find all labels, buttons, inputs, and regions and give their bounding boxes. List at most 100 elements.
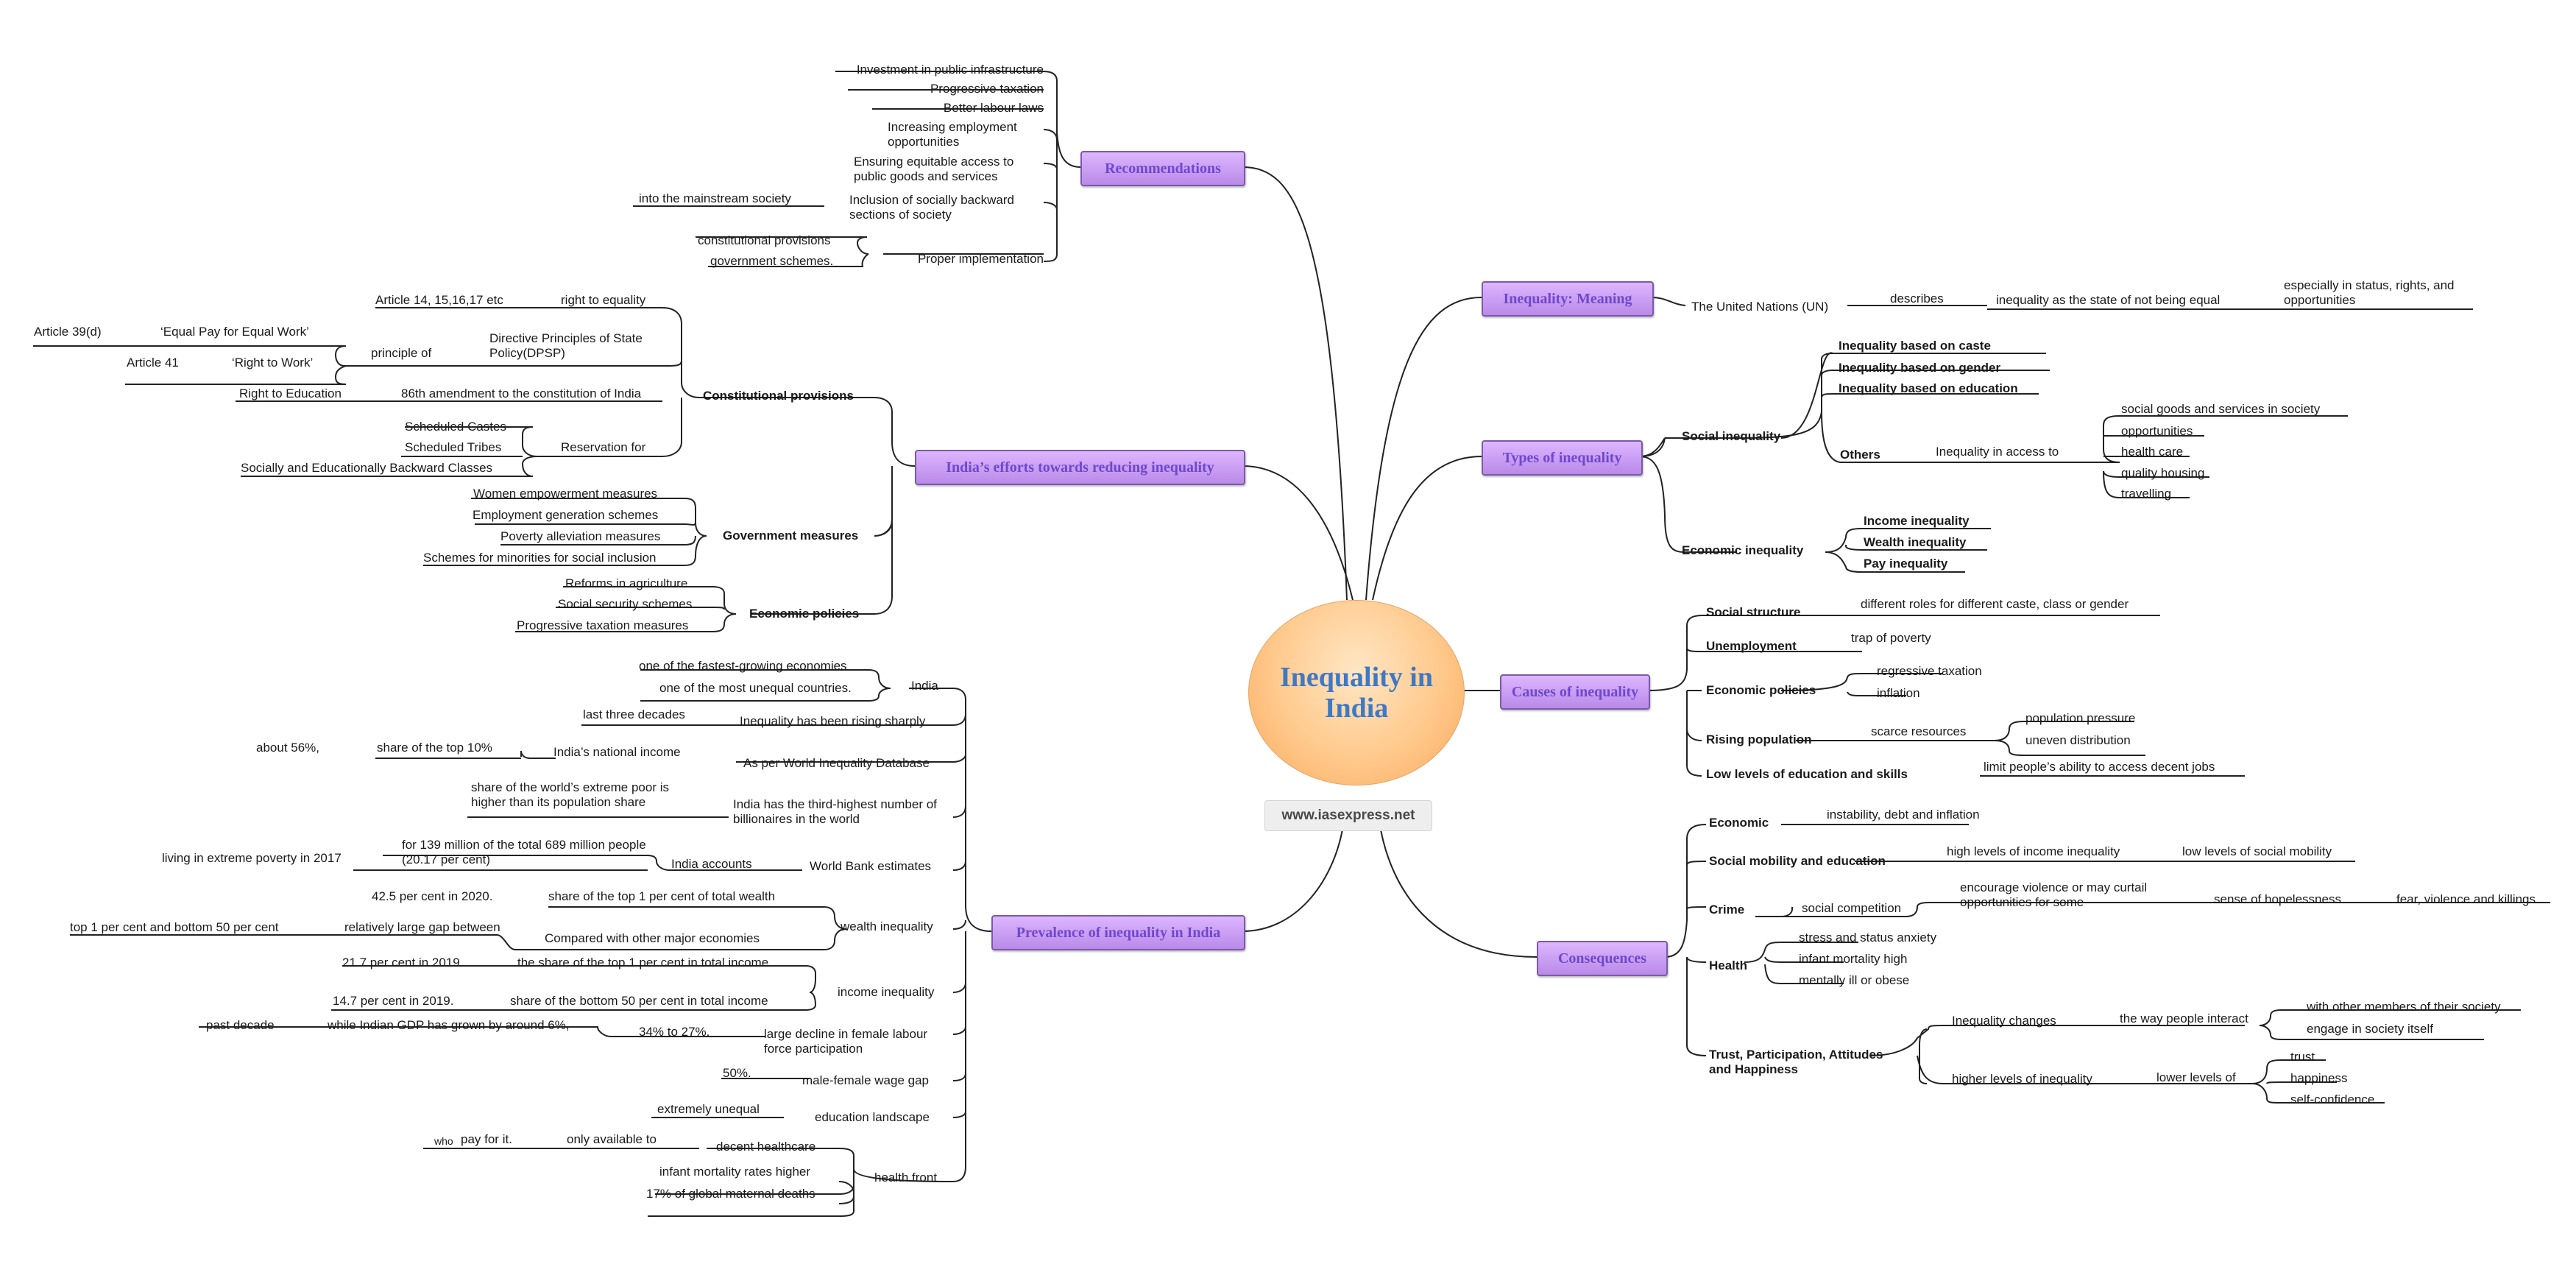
cons-high-income-ineq: high levels of income inequality bbox=[1947, 844, 2120, 858]
cons-health-item: mentally ill or obese bbox=[1799, 973, 1910, 987]
causes-regressive: regressive taxation bbox=[1877, 664, 1982, 678]
cons-instability: instability, debt and inflation bbox=[1827, 808, 1980, 822]
prev-pct42: 42.5 per cent in 2020. bbox=[372, 889, 493, 903]
prev-health: health front bbox=[874, 1171, 938, 1184]
branch-meaning[interactable]: Inequality: Meaning bbox=[1482, 281, 1654, 317]
prev-pct147: 14.7 per cent in 2019. bbox=[333, 994, 454, 1008]
prev-wealth: wealth inequality bbox=[841, 919, 933, 933]
branch-recommendations[interactable]: Recommendations bbox=[1080, 151, 1245, 186]
causes-low-education: Low levels of education and skills bbox=[1706, 767, 1908, 781]
causes-uneven: uneven distribution bbox=[2025, 733, 2131, 747]
types-access-item: opportunities bbox=[2121, 424, 2193, 438]
rec-item: into the mainstream society bbox=[639, 191, 791, 205]
causes-roles: different roles for different caste, cla… bbox=[1861, 597, 2129, 611]
causes-inflation: inflation bbox=[1877, 686, 1920, 700]
rec-item: Proper implementation bbox=[917, 252, 1044, 266]
causes-limit: limit people’s ability to access decent … bbox=[1984, 760, 2215, 774]
efforts-right-to-work: ‘Right to Work’ bbox=[232, 356, 314, 370]
cons-crime: Crime bbox=[1709, 903, 1745, 917]
rec-item: Increasing employment opportunities bbox=[888, 120, 1017, 149]
prev-for139: for 139 million of the total 689 million… bbox=[402, 838, 646, 866]
efforts-reservation: Reservation for bbox=[561, 440, 646, 454]
meaning-un: The United Nations (UN) bbox=[1691, 300, 1829, 314]
cons-higher-levels: higher levels of inequality bbox=[1952, 1072, 2092, 1086]
branch-causes[interactable]: Causes of inequality bbox=[1500, 674, 1650, 710]
types-access: Inequality in access to bbox=[1936, 445, 2059, 459]
types-access-item: quality housing bbox=[2121, 466, 2205, 480]
cons-trust: Trust, Participation, Attitudes and Happ… bbox=[1709, 1048, 1883, 1076]
branch-types[interactable]: Types of inequality bbox=[1482, 440, 1643, 476]
prev-infant-mortality: infant mortality rates higher bbox=[659, 1165, 811, 1179]
types-access-item: travelling bbox=[2121, 487, 2172, 501]
efforts-economic: Economic policies bbox=[749, 607, 860, 621]
prev-maternal: 17% of global maternal deaths bbox=[646, 1187, 815, 1201]
causes-unemployment: Unemployment bbox=[1706, 639, 1797, 653]
prev-pct50: 50%. bbox=[723, 1066, 751, 1080]
cons-interact: the way people interact bbox=[2120, 1011, 2248, 1025]
prev-india-item: one of the fastest-growing economies bbox=[639, 659, 847, 673]
cons-lower-item: happiness bbox=[2290, 1071, 2348, 1085]
prev-pct34: 34% to 27%. bbox=[639, 1025, 710, 1039]
central-topic[interactable]: Inequality in India bbox=[1248, 600, 1465, 785]
branch-efforts[interactable]: India’s efforts towards reducing inequal… bbox=[915, 450, 1245, 485]
prev-bottom50-income: share of the bottom 50 per cent in total… bbox=[510, 994, 768, 1008]
rec-item: Progressive taxation bbox=[930, 82, 1044, 96]
rec-item: Ensuring equitable access to public good… bbox=[854, 155, 1014, 183]
cons-health: Health bbox=[1709, 958, 1747, 972]
rec-item: government schemes. bbox=[710, 254, 834, 268]
efforts-articles: Article 14, 15,16,17 etc bbox=[375, 293, 503, 307]
efforts-principle-of: principle of bbox=[371, 346, 432, 360]
cons-fear: fear, violence and killings bbox=[2396, 892, 2536, 906]
prev-about56: about 56%, bbox=[256, 741, 320, 755]
prev-wage-gap: male-female wage gap bbox=[802, 1073, 929, 1087]
efforts-gov-item: Schemes for minorities for social inclus… bbox=[423, 551, 657, 565]
prev-decent-healthcare: decent healthcare bbox=[716, 1140, 816, 1154]
cons-health-item: stress and status anxiety bbox=[1799, 931, 1937, 945]
types-social-item: Inequality based on caste bbox=[1839, 339, 1991, 353]
cons-low-mobility: low levels of social mobility bbox=[2182, 844, 2332, 858]
cons-economic: Economic bbox=[1709, 816, 1769, 830]
types-access-item: health care bbox=[2121, 445, 2184, 459]
meaning-describes: describes bbox=[1890, 292, 1944, 306]
prev-top1-income: the share of the top 1 per cent in total… bbox=[517, 956, 769, 970]
efforts-gov-item: Poverty alleviation measures bbox=[500, 529, 661, 543]
rec-item: constitutional provisions bbox=[698, 233, 831, 247]
efforts-scheduled-castes: Scheduled Castes bbox=[405, 420, 506, 434]
efforts-sebc: Socially and Educationally Backward Clas… bbox=[241, 461, 493, 475]
types-economic: Economic inequality bbox=[1682, 543, 1804, 557]
types-economic-item: Wealth inequality bbox=[1864, 535, 1967, 549]
prev-large-gap: relatively large gap between bbox=[344, 920, 500, 934]
prev-share-top1-wealth: share of the top 1 per cent of total wea… bbox=[548, 889, 776, 903]
efforts-eco-item: Reforms in agriculture bbox=[565, 576, 688, 590]
causes-trap: trap of poverty bbox=[1851, 631, 1931, 645]
causes-pressure: population pressure bbox=[2025, 711, 2136, 725]
prev-gdp-grown: while Indian GDP has grown by around 6%, bbox=[328, 1018, 570, 1032]
efforts-constitutional: Constitutional provisions bbox=[703, 389, 854, 403]
prev-only-available: only available to bbox=[567, 1132, 657, 1146]
prev-wid: As per World Inequality Database bbox=[743, 756, 930, 770]
types-economic-item: Income inequality bbox=[1864, 514, 1970, 528]
efforts-scheduled-tribes: Scheduled Tribes bbox=[405, 440, 502, 454]
efforts-right-equality: right to equality bbox=[561, 293, 646, 307]
types-social: Social inequality bbox=[1682, 429, 1781, 443]
branch-consequences[interactable]: Consequences bbox=[1537, 941, 1668, 976]
cons-competition: social competition bbox=[1802, 901, 1902, 915]
types-social-item: Inequality based on gender bbox=[1839, 361, 2001, 375]
cons-mobility: Social mobility and education bbox=[1709, 854, 1886, 868]
efforts-equal-pay: ‘Equal Pay for Equal Work’ bbox=[160, 325, 309, 339]
efforts-amendment: 86th amendment to the constitution of In… bbox=[401, 386, 642, 400]
causes-economic-policies: Economic policies bbox=[1706, 683, 1816, 697]
rec-item: Inclusion of socially backward sections … bbox=[849, 193, 1014, 222]
causes-scarce: scarce resources bbox=[1871, 724, 1967, 738]
types-social-item: Inequality based on education bbox=[1839, 381, 2018, 395]
website-label: www.iasexpress.net bbox=[1264, 800, 1432, 831]
prev-extremely-unequal: extremely unequal bbox=[657, 1102, 760, 1116]
efforts-article-41: Article 41 bbox=[127, 356, 179, 370]
meaning-definition: inequality as the state of not being equ… bbox=[1996, 293, 2221, 307]
cons-lower-levels: lower levels of bbox=[2156, 1070, 2236, 1084]
efforts-gov-item: Employment generation schemes bbox=[473, 508, 659, 522]
types-access-item: social goods and services in society bbox=[2121, 402, 2321, 416]
efforts-right-education: Right to Education bbox=[239, 386, 342, 400]
branch-prevalence[interactable]: Prevalence of inequality in India bbox=[991, 915, 1245, 950]
